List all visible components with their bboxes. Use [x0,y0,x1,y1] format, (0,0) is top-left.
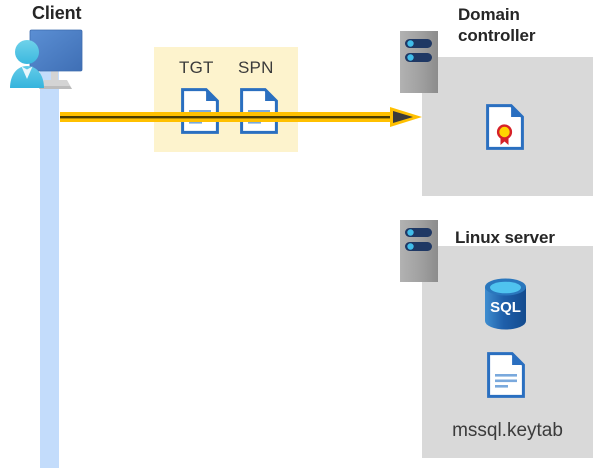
domain-controller-title-line1: Domain [458,5,520,24]
sql-database-icon: SQL [483,278,528,330]
request-arrow [60,105,422,129]
domain-controller-title-line2: controller [458,26,536,45]
sql-database-label: SQL [490,299,521,316]
spn-label: SPN [238,58,274,77]
client-title: Client [32,3,82,23]
server-tower-icon [400,31,438,93]
tgt-label: TGT [179,58,214,77]
linux-server-title: Linux server [455,228,555,247]
keytab-file-label: mssql.keytab [452,420,563,441]
document-icon [487,352,525,398]
client-lifeline [40,70,59,468]
domain-controller-title: Domain controller [458,4,598,46]
certificate-document-icon [486,104,524,150]
user-computer-icon [4,26,96,94]
server-tower-icon [400,220,438,282]
